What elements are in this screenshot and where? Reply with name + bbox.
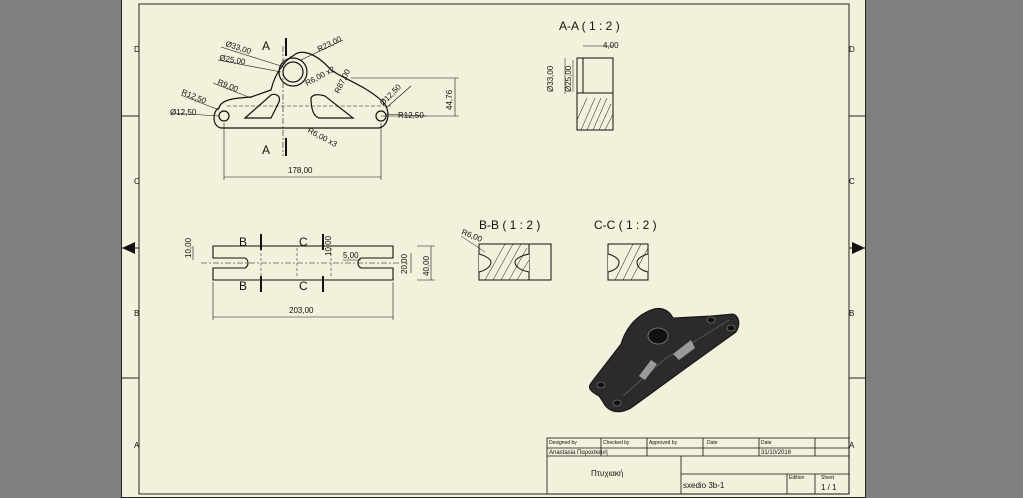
- slot-right: [310, 94, 355, 119]
- tb-edition-label: Edition: [789, 475, 805, 481]
- section-c-marker-top: C: [299, 235, 308, 249]
- tb-sheet: 1 / 1: [821, 483, 837, 492]
- front-view-dim-lines: [192, 245, 435, 320]
- outer-border: [121, 0, 866, 498]
- dim-r9-top: R9,00: [216, 78, 240, 95]
- section-c-marker-bottom: C: [299, 279, 308, 293]
- zone-right-c: C: [849, 177, 855, 186]
- tb-date-col-label: Date: [761, 440, 772, 446]
- tb-date: 31/10/2016: [761, 450, 792, 456]
- dim-r6x3-top: R6,00 x3: [306, 126, 339, 149]
- dim-r23-top: R23,00: [316, 34, 344, 54]
- center-arrows: [122, 242, 865, 254]
- section-a-marker-top: A: [262, 39, 270, 53]
- section-a-marker-bottom: A: [262, 143, 270, 157]
- dim-d25-aa: Ø25,00: [564, 65, 573, 92]
- dim-w203: 203,00: [289, 306, 314, 315]
- section-bc-markers: [260, 234, 324, 292]
- boss-outer-circle: [278, 57, 308, 87]
- zone-left-c: C: [134, 177, 140, 186]
- front-view: [201, 245, 407, 281]
- dim-h10-right: 10,00: [324, 235, 333, 256]
- tb-approved-by-label: Approved by: [649, 440, 678, 446]
- dim-h4476: 44,76: [445, 89, 454, 110]
- dim-d25-top: Ø25,00: [219, 53, 247, 67]
- tb-date-label: Date: [707, 440, 718, 446]
- section-bb-title: B-B ( 1 : 2 ): [479, 218, 540, 232]
- tb-designed-by-label: Designed by: [549, 440, 577, 446]
- zone-left-a: A: [134, 441, 140, 450]
- tb-sheet-label: Sheet: [821, 475, 835, 481]
- section-b-marker-top: B: [239, 235, 247, 249]
- section-cc: [607, 243, 649, 281]
- dim-r87-top: R87,00: [333, 67, 353, 95]
- zone-right-b: B: [849, 309, 854, 318]
- dim-r6x2-top: R6,00 x2: [304, 65, 337, 88]
- dim-w4-aa: 4,00: [603, 41, 619, 50]
- top-view-dim-lines: [170, 39, 459, 180]
- slot-left: [243, 93, 281, 119]
- section-aa: [564, 45, 614, 131]
- zone-left-b: B: [134, 309, 139, 318]
- dim-h10-left: 10,00: [184, 237, 193, 258]
- zone-ticks: [121, 115, 866, 379]
- tb-checked-by-label: Checked by: [603, 440, 630, 446]
- zone-right-a: A: [849, 441, 855, 450]
- dim-w5: 5,00: [343, 251, 359, 260]
- dim-w178: 178,00: [288, 166, 313, 175]
- boss-inner-circle: [282, 61, 304, 83]
- section-aa-title: A-A ( 1 : 2 ): [559, 19, 620, 33]
- section-bb: [460, 235, 552, 281]
- tb-designed-by: Anastasia Παρασκευή: [549, 449, 608, 456]
- drawing-canvas: D C B A D C B A A A Ø33,00: [121, 0, 866, 498]
- top-view-outline: [213, 51, 389, 129]
- dim-d12-left: Ø12,50: [170, 108, 197, 117]
- left-hole: [218, 110, 230, 122]
- zone-right-d: D: [849, 45, 855, 54]
- tb-title: Πτυχιακή: [591, 469, 623, 478]
- title-block-lines: [546, 437, 850, 495]
- inner-border: [138, 3, 850, 495]
- dim-r12-right: R12,50: [398, 111, 424, 120]
- dim-d33-aa: Ø33,00: [546, 65, 555, 92]
- zone-left-d: D: [134, 45, 140, 54]
- dim-h40: 40,00: [422, 255, 431, 276]
- isometric-view: [588, 307, 740, 413]
- section-cc-title: C-C ( 1 : 2 ): [594, 218, 657, 232]
- dim-h20: 20,00: [400, 253, 409, 274]
- section-b-marker-bottom: B: [239, 279, 247, 293]
- drawing-sheet: D C B A D C B A A A Ø33,00: [121, 0, 866, 498]
- tb-filename: sxedio 3b-1: [683, 481, 725, 490]
- dim-r12-left: R12,50: [180, 88, 208, 106]
